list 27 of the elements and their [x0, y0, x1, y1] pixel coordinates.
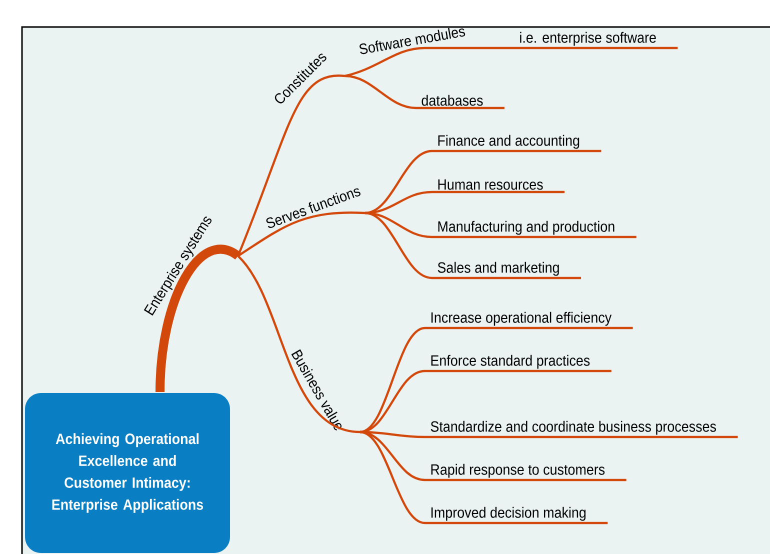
leaf-label: Enforce standard practices: [431, 354, 590, 369]
connector-line: [360, 326, 633, 434]
connector-line: [360, 430, 608, 524]
branch-label: Serves functions: [266, 188, 360, 228]
connector-line: [344, 46, 470, 78]
connector-line: [364, 150, 602, 214]
connector-line: [344, 74, 504, 110]
connector-line: [156, 244, 240, 392]
connector-line: [236, 74, 346, 256]
branch-label: Software modules: [360, 28, 466, 54]
leaf-label: Human resources: [438, 179, 543, 190]
connector-line: [237, 255, 360, 434]
topic-box: Achieving Operational Excellence and Customer Intimacy: Enterprise Applications: [25, 392, 230, 553]
connector-line: [360, 430, 626, 482]
leaf-label: Manufacturing and production: [438, 220, 614, 235]
connector-line: [237, 212, 366, 257]
leaf-label: i.e. enterprise software: [520, 32, 656, 46]
leaf-label: Sales and marketing: [438, 262, 559, 276]
leaf-label: Standardize and coordinate business processes: [430, 420, 716, 435]
leaf-label: Finance and accounting: [438, 134, 580, 149]
leaf-label: databases: [422, 94, 483, 106]
connector-line: [470, 46, 678, 50]
leaf-label: Increase operational efficiency: [431, 312, 612, 326]
connector-line: [360, 370, 612, 434]
connector-line: [364, 212, 582, 280]
leaf-label: Rapid response to customers: [431, 464, 605, 478]
leaf-label: Improved decision making: [431, 506, 586, 521]
